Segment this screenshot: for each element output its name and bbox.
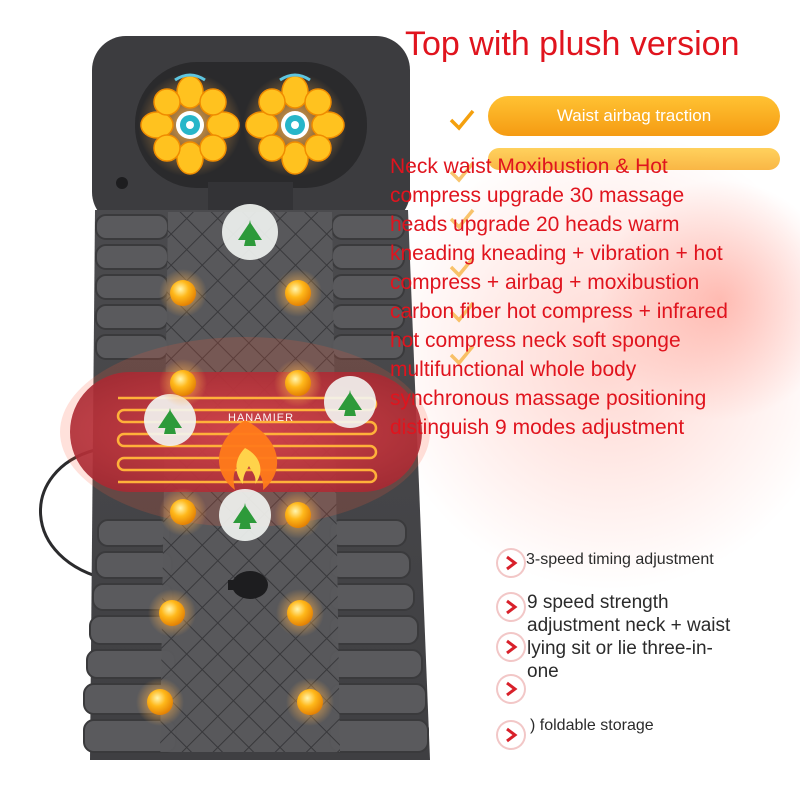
description-line: kneading kneading + vibration + hot [390, 242, 723, 265]
chevron-right-icon [498, 722, 524, 748]
chevron-right-icon [498, 550, 524, 576]
checkmark-icon [449, 256, 475, 278]
headline: Top with plush version [405, 25, 740, 63]
massage-mat-illustration [39, 36, 430, 760]
neck-kneading-heads [138, 73, 347, 177]
air-pump-bulb [228, 571, 268, 599]
strength-feature-line: lying sit or lie three-in- [527, 638, 713, 659]
description-line: hot compress neck soft sponge [390, 329, 681, 352]
chevron-right-icon [498, 594, 524, 620]
description-line: Neck waist Moxibustion & Hot [390, 155, 668, 178]
feature-description: Neck waist Moxibustion & Hot compress up… [390, 152, 795, 442]
checkmark-icon [449, 344, 475, 366]
description-line: compress upgrade 30 massage [390, 184, 685, 207]
waist-airbag-tag: Waist airbag traction [488, 96, 780, 136]
chevron-right-icon [498, 676, 524, 702]
side-cushions [83, 214, 429, 753]
checkmark-icon [449, 109, 475, 131]
brand-label: HANAMIER [228, 412, 295, 424]
checkmark-icon [449, 161, 475, 183]
herb-leaf-icons [144, 204, 376, 541]
storage-feature: ) foldable storage [530, 717, 654, 734]
timing-feature: 3-speed timing adjustment [526, 551, 714, 568]
description-line: carbon fiber hot compress + infrared [390, 300, 728, 323]
checkmark-icon [449, 208, 475, 230]
description-line: compress + airbag + moxibustion [390, 271, 700, 294]
description-line: multifunctional whole body [390, 358, 637, 381]
checkmark-icon [449, 301, 475, 323]
description-line: synchronous massage positioning [390, 387, 707, 410]
tag-stripe [488, 148, 780, 170]
description-line: heads upgrade 20 heads warm [390, 213, 680, 236]
vibration-nodes [136, 269, 334, 726]
chevron-right-icon [498, 634, 524, 660]
strength-feature-line: adjustment neck + waist [527, 615, 731, 636]
description-line: distinguish 9 modes adjustment [390, 416, 685, 439]
strength-feature-line: 9 speed strength [527, 592, 669, 613]
strength-feature-line: one [527, 661, 559, 682]
